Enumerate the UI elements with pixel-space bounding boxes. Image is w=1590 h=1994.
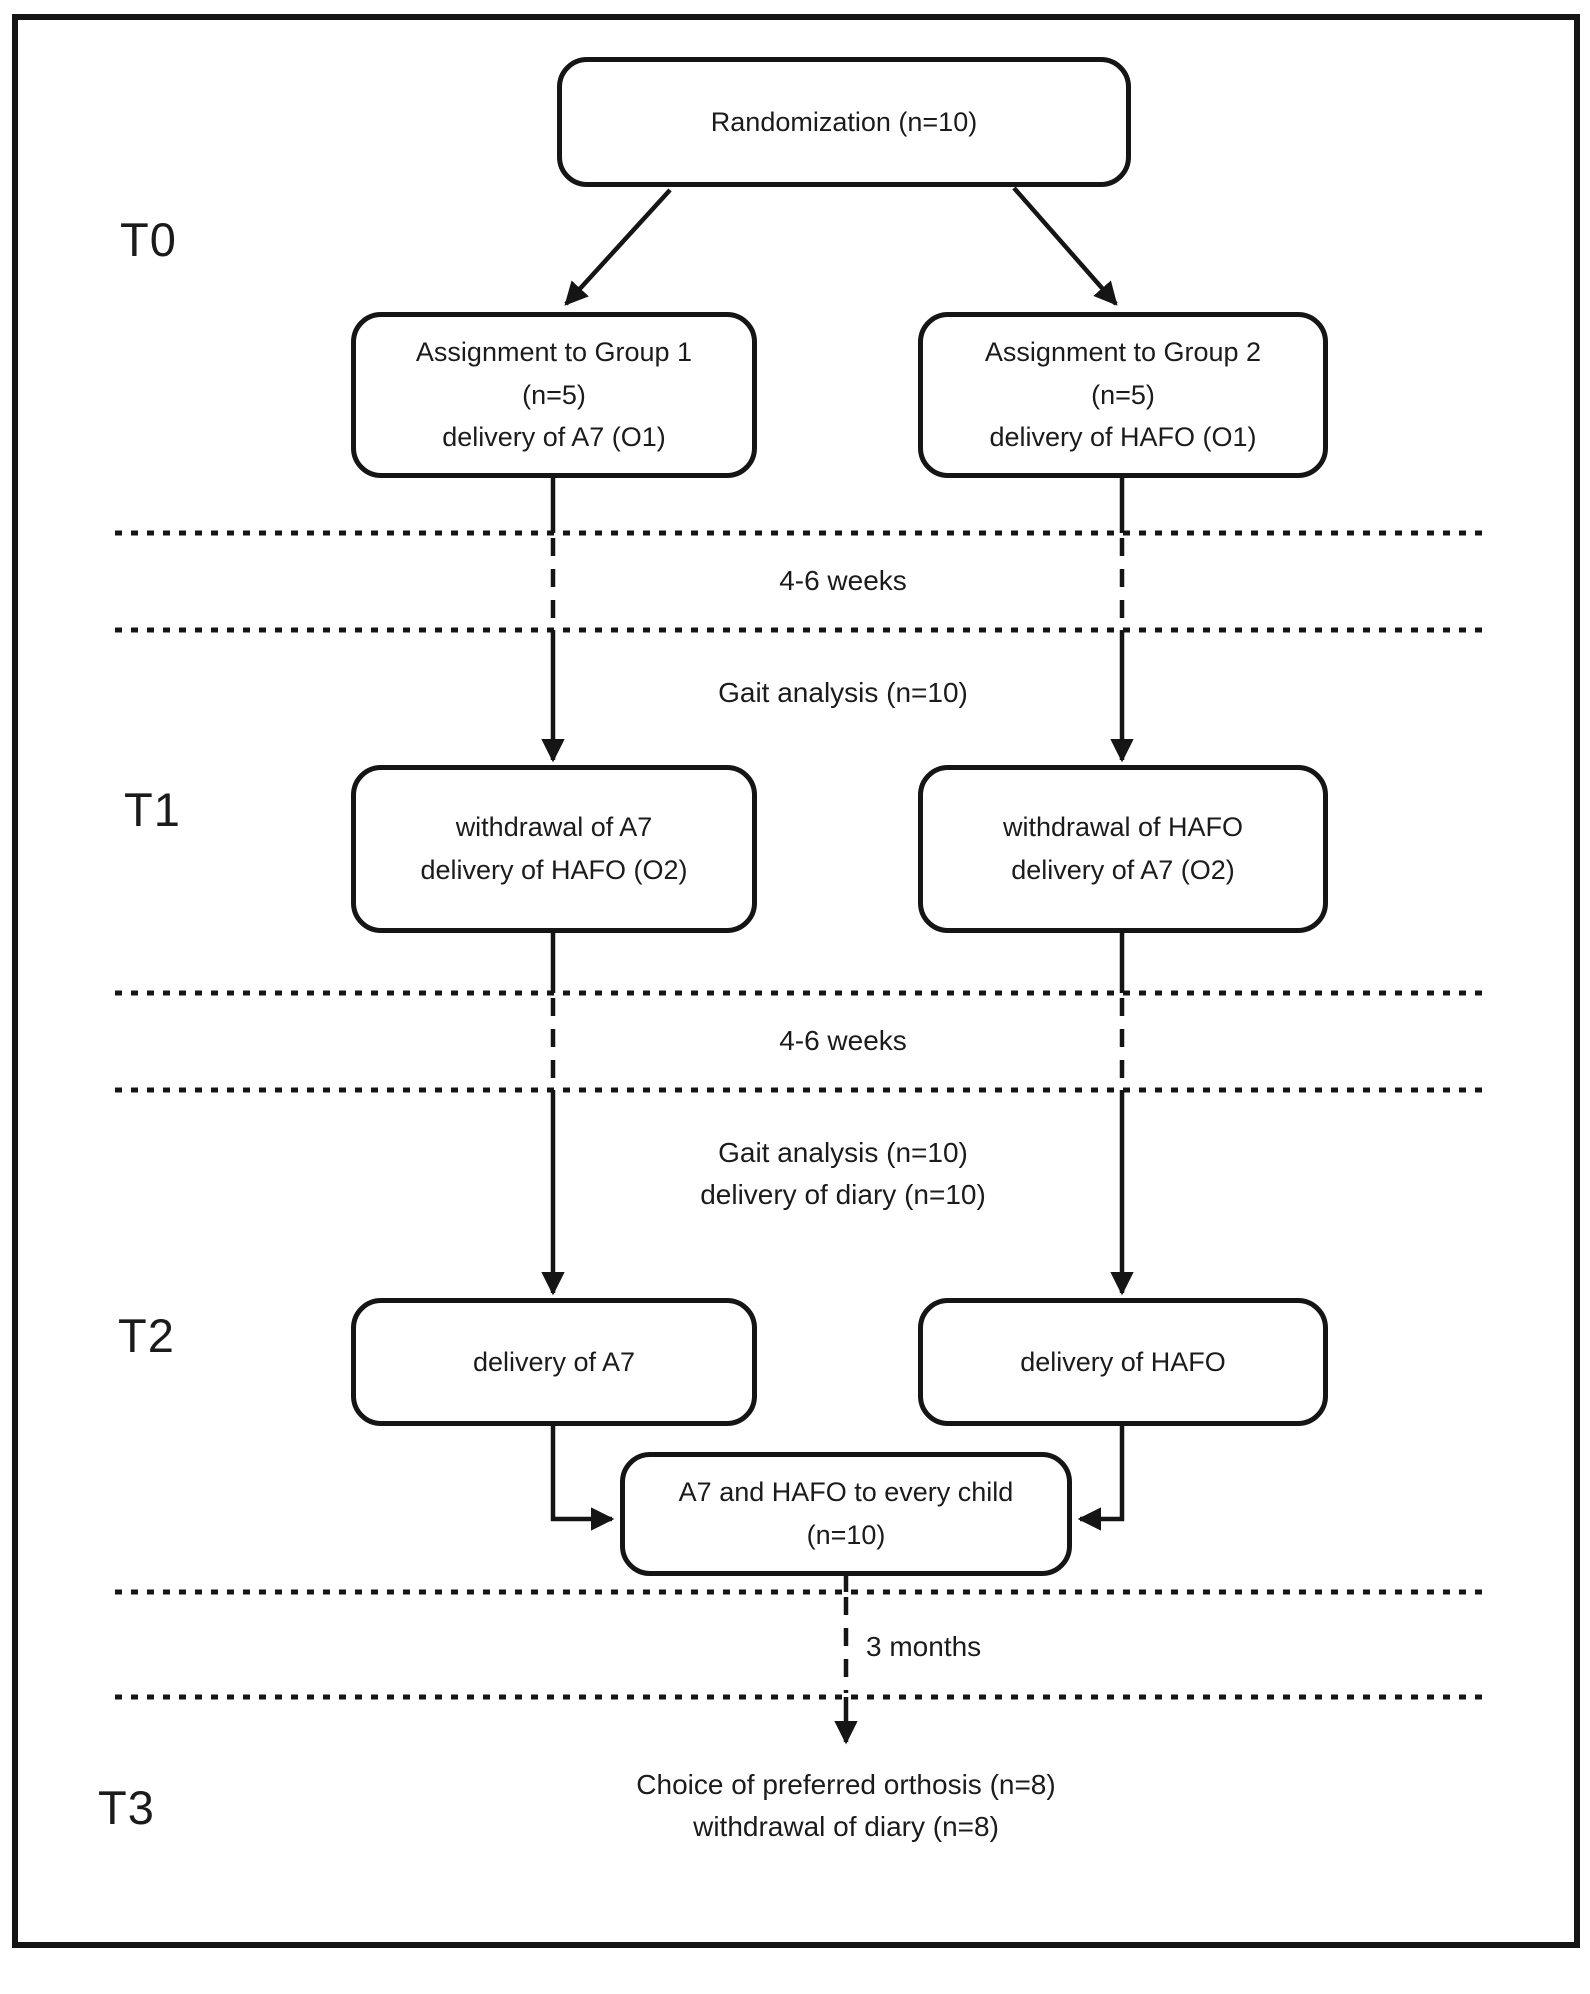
withdrawal-a7-box: withdrawal of A7 delivery of HAFO (O2) (351, 765, 757, 933)
merge-box: A7 and HAFO to every child (n=10) (620, 1452, 1072, 1576)
withdrawal-hafo-box-line2: delivery of A7 (O2) (1011, 855, 1235, 885)
randomization-box: Randomization (n=10) (557, 57, 1131, 187)
delivery-a7-box: delivery of A7 (351, 1298, 757, 1426)
group2-box-line3: delivery of HAFO (O1) (989, 422, 1257, 453)
group2-box-line2: (n=5) (1091, 379, 1155, 410)
group1-box: Assignment to Group 1 (n=5) delivery of … (351, 312, 757, 478)
delivery-hafo-box: delivery of HAFO (918, 1298, 1328, 1426)
period3-label: 3 months (866, 1631, 982, 1662)
gait-analysis2-line2: delivery of diary (n=10) (700, 1179, 986, 1210)
gait-analysis2-label: Gait analysis (n=10) delivery of diary (… (618, 1132, 1068, 1216)
outer-border (12, 14, 1580, 1948)
gait-analysis2-line1: Gait analysis (n=10) (718, 1137, 968, 1168)
delivery-a7-box-text: delivery of A7 (472, 1346, 636, 1377)
t1-label: T1 (124, 783, 181, 836)
group2-box-line1: Assignment to Group 2 (984, 337, 1262, 368)
delivery-hafo-box-text: delivery of HAFO (1020, 1346, 1226, 1377)
randomization-to-group1-arrow (564, 188, 672, 306)
period1-label: 4-6 weeks (779, 565, 907, 596)
t3-outcome-line2: withdrawal of diary (n=8) (693, 1811, 999, 1842)
t3-label: T3 (98, 1781, 155, 1834)
randomization-arrows (564, 186, 1118, 306)
t2-label: T2 (118, 1309, 175, 1362)
t3-outcome-line1: Choice of preferred orthosis (n=8) (636, 1769, 1056, 1800)
randomization-box-text: Randomization (n=10) (710, 106, 978, 137)
withdrawal-hafo-box: withdrawal of HAFO delivery of A7 (O2) (918, 765, 1328, 933)
period2-label: 4-6 weeks (779, 1025, 907, 1056)
phase-divider-lines (115, 530, 1488, 1700)
t2-to-merge-elbow-left (550, 1426, 615, 1531)
withdrawal-hafo-box-line1: withdrawal of HAFO (1002, 812, 1244, 843)
merge-box-line2: (n=10) (806, 1520, 886, 1550)
randomization-to-group2-arrow (1012, 186, 1118, 306)
withdrawal-a7-box-line2: delivery of HAFO (O2) (420, 855, 688, 885)
t2-to-merge-elbow-right (1077, 1426, 1125, 1531)
t0-label: T0 (120, 213, 177, 266)
gait-analysis1-label: Gait analysis (n=10) (718, 677, 968, 708)
withdrawal-a7-box-line1: withdrawal of A7 (455, 812, 653, 843)
group2-box: Assignment to Group 2 (n=5) delivery of … (918, 312, 1328, 478)
group1-box-line1: Assignment to Group 1 (415, 337, 693, 368)
merge-box-line1: A7 and HAFO to every child (678, 1477, 1014, 1508)
group1-box-line3: delivery of A7 (O1) (442, 422, 666, 453)
group1-box-line2: (n=5) (522, 379, 586, 410)
t3-outcome-label: Choice of preferred orthosis (n=8) withd… (590, 1764, 1102, 1848)
